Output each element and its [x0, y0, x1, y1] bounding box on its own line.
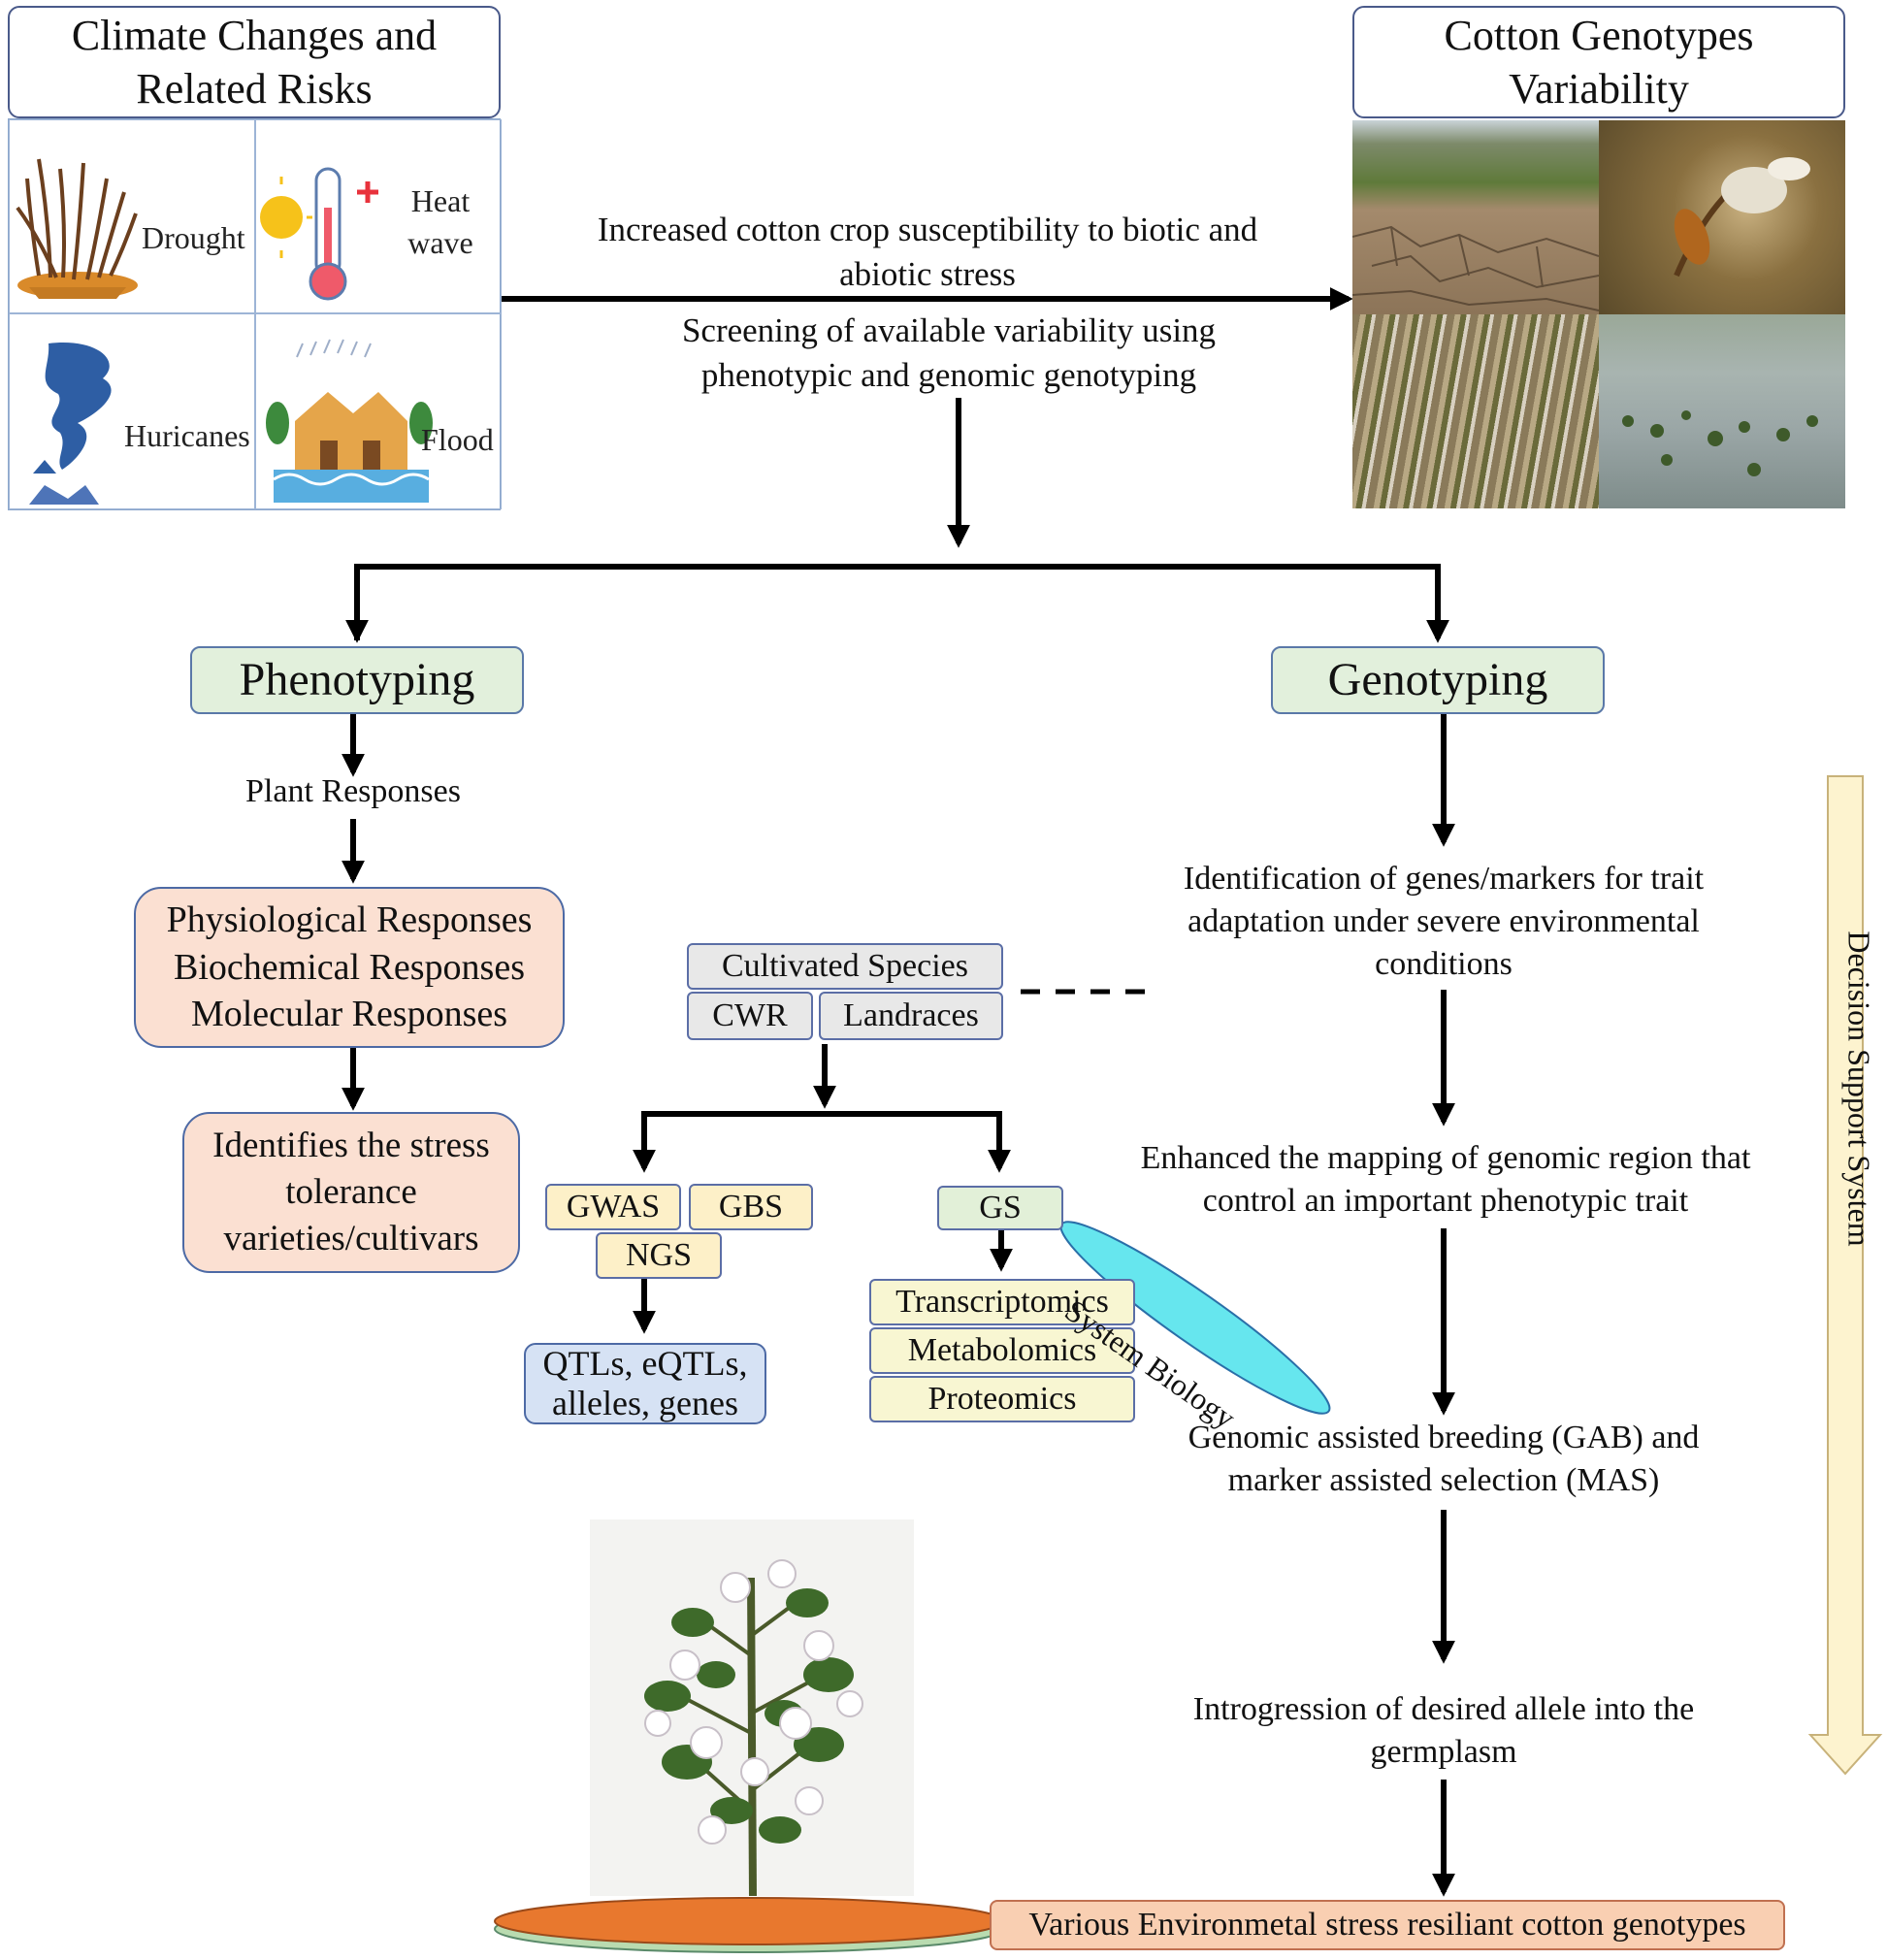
climate-risks-title: Climate Changes and Related Risks: [8, 6, 501, 118]
landraces-box: Landraces: [819, 992, 1003, 1040]
cwr-box: CWR: [687, 992, 813, 1040]
risk-label-heat-wave: Heat wave: [407, 183, 473, 261]
risk-label-flood: Flood: [421, 422, 494, 457]
molecular-responses: Molecular Responses: [190, 994, 508, 1035]
metabolomics-box: Metabolomics: [869, 1327, 1135, 1374]
photo-dry-field: [1352, 120, 1599, 314]
ngs-box: NGS: [596, 1232, 722, 1279]
proteomics-box: Proteomics: [869, 1376, 1135, 1422]
decision-support-label: Decision Support System: [1841, 931, 1877, 1247]
phenotyping-box: Phenotyping: [190, 646, 524, 714]
gbs-box: GBS: [689, 1184, 813, 1230]
methods-split: [641, 1111, 1002, 1166]
cotton-plant-image: [590, 1519, 914, 1896]
decision-support-arrow: [1807, 775, 1883, 1776]
split-connector: [354, 564, 1441, 640]
flood-icon: [266, 339, 433, 503]
biochemical-responses: Biochemical Responses: [174, 946, 525, 988]
responses-box: Physiological Responses Biochemical Resp…: [134, 887, 565, 1048]
gs-box: GS: [937, 1186, 1063, 1230]
cotton-variability-title: Cotton Genotypes Variability: [1352, 6, 1845, 118]
genotyping-step-identification: Identification of genes/markers for trai…: [1183, 861, 1705, 983]
drought-icon: [16, 158, 138, 299]
photo-diseased-boll: [1599, 120, 1845, 314]
risk-label-huricanes: Huricanes: [124, 418, 250, 453]
genotyping-box: Genotyping: [1271, 646, 1605, 714]
plant-responses-label: Plant Responses: [245, 773, 461, 809]
risk-label-drought: Drought: [142, 220, 245, 255]
genotyping-step-introgression: Introgression of desired allele into the…: [1192, 1691, 1695, 1771]
base-disc: [494, 1897, 1004, 1945]
transcriptomics-box: Transcriptomics: [869, 1279, 1135, 1325]
risk-cell-flood: Flood: [255, 313, 502, 509]
photo-flooded-field: [1599, 314, 1845, 508]
risk-cell-hurricane: Huricanes: [9, 313, 255, 509]
genotyping-step-gab-mas: Genomic assisted breeding (GAB) and mark…: [1188, 1420, 1700, 1499]
susceptibility-label: Increased cotton crop susceptibility to …: [597, 211, 1258, 293]
stress-tolerance-box: Identifies the stress tolerance varietie…: [182, 1112, 520, 1273]
screening-label: Screening of available variability using…: [681, 311, 1217, 394]
heat-wave-icon: [260, 167, 378, 301]
risk-cell-heat-wave: Heat wave: [255, 119, 502, 313]
climate-risks-grid: Drought Heat wave Huricanes: [8, 118, 502, 510]
risk-cell-drought: Drought: [9, 119, 255, 313]
photo-damaged-crop: [1352, 314, 1599, 508]
genotyping-step-mapping: Enhanced the mapping of genomic region t…: [1140, 1140, 1751, 1220]
resilient-genotypes-box: Various Environmetal stress resiliant co…: [990, 1900, 1785, 1950]
hurricane-icon: [29, 343, 112, 505]
qtls-box: QTLs, eQTLs, alleles, genes: [524, 1343, 766, 1424]
cultivated-species-box: Cultivated Species: [687, 943, 1003, 990]
gwas-box: GWAS: [545, 1184, 681, 1230]
physiological-responses: Physiological Responses: [166, 899, 533, 941]
